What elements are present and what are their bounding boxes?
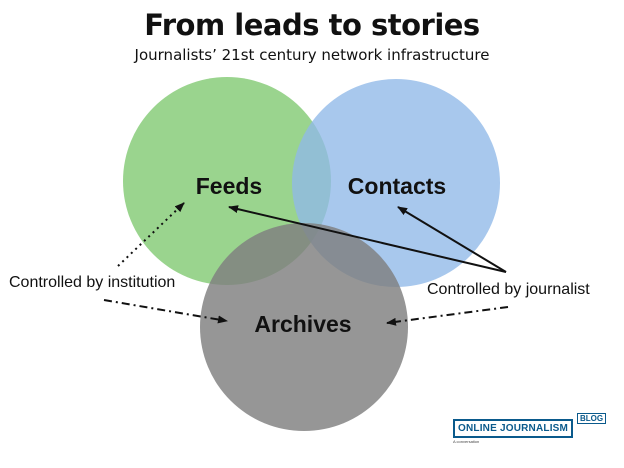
contacts-label: Contacts: [348, 173, 446, 199]
archives-label: Archives: [254, 311, 351, 337]
archives-circle: [200, 223, 408, 431]
logo-main-text: ONLINE JOURNALISM: [453, 419, 574, 438]
institution-annotation: Controlled by institution: [9, 274, 175, 291]
logo-tagline: A conversation: [453, 439, 480, 444]
journalist-annotation: Controlled by journalist: [427, 281, 590, 298]
logo-blog-badge: BLOG: [577, 413, 607, 424]
diagram-subtitle: Journalists’ 21st century network infras…: [134, 46, 490, 64]
journalist-archives-arrow: [386, 306, 509, 326]
journalist-contacts-arrow: [397, 206, 507, 273]
journalist-feeds-arrow: [228, 205, 507, 273]
diagram-title: From leads to stories: [144, 8, 480, 42]
feeds-label: Feeds: [196, 173, 262, 199]
institution-archives-arrow: [103, 299, 228, 324]
online-journalism-blog-logo: ONLINE JOURNALISM BLOG A conversation: [453, 413, 607, 444]
